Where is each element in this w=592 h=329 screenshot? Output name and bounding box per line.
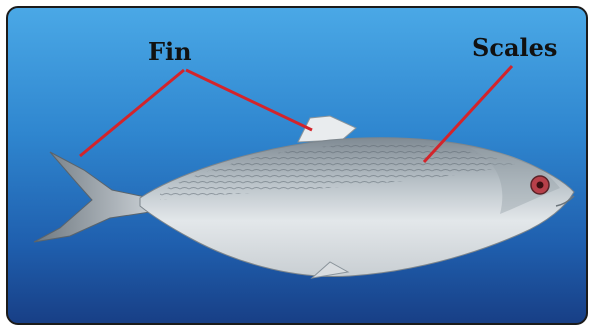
fin-leader-tail xyxy=(80,70,184,156)
tail-fin xyxy=(34,152,150,242)
scales-label: Scales xyxy=(472,33,557,62)
fin-label: Fin xyxy=(148,37,192,66)
fish-pupil xyxy=(537,182,544,189)
fin-leader-dorsal xyxy=(186,70,312,130)
